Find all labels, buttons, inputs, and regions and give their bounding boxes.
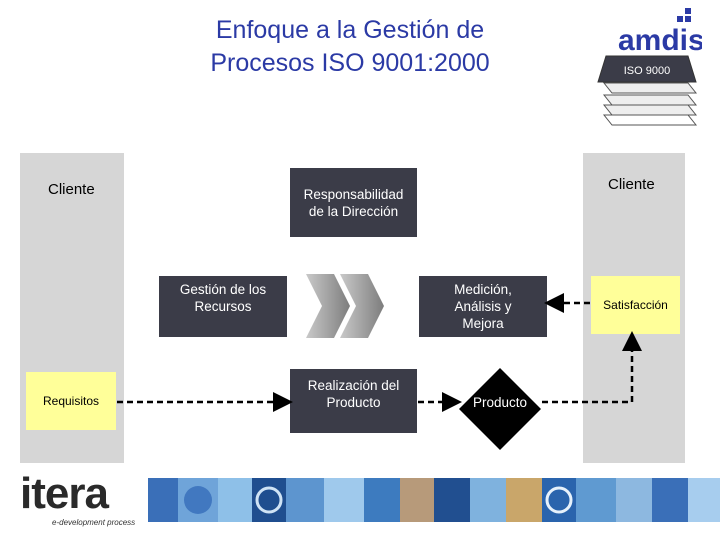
itera-brand: itera <box>20 472 148 516</box>
image-strip <box>148 478 720 522</box>
itera-logo: itera e-development process <box>20 472 148 532</box>
itera-tagline: e-development process <box>52 518 148 527</box>
product-to-satisfaction-arrow <box>542 336 632 402</box>
